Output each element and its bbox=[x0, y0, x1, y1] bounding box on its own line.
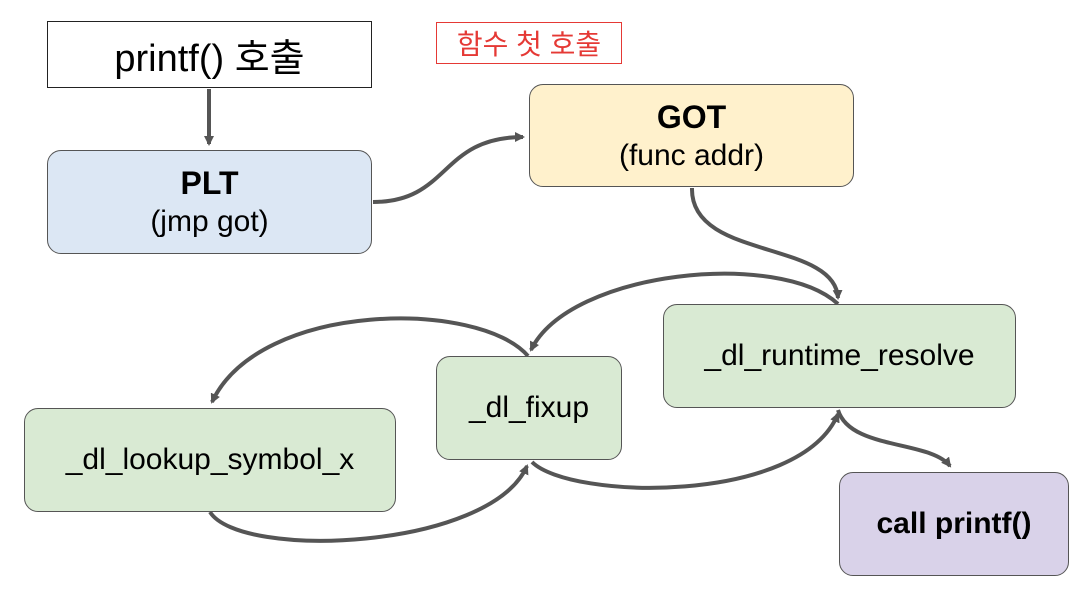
first-call-annotation: 함수 첫 호출 bbox=[436, 22, 622, 64]
dl-fixup-node: _dl_fixup bbox=[436, 356, 622, 460]
edge-fixup-to-lookup bbox=[210, 316, 530, 404]
got-node: GOT (func addr) bbox=[529, 84, 854, 187]
call-printf-label: call printf() bbox=[876, 507, 1032, 540]
edge-plt-to-got bbox=[372, 132, 525, 204]
dl-fixup-label: _dl_fixup bbox=[468, 391, 590, 424]
plt-node: PLT (jmp got) bbox=[47, 150, 372, 254]
edge-runtime-resolve-to-call bbox=[836, 409, 952, 468]
dl-runtime-resolve-label: _dl_runtime_resolve bbox=[704, 339, 975, 372]
edge-lookup-to-fixup bbox=[208, 464, 529, 543]
call-printf-node: call printf() bbox=[839, 472, 1069, 576]
printf-call-node: printf() 호출 bbox=[47, 21, 372, 88]
edge-got-to-runtime-resolve bbox=[689, 187, 843, 300]
got-title: GOT bbox=[656, 98, 727, 135]
edge-runtime-resolve-to-fixup bbox=[529, 271, 840, 352]
dl-lookup-symbol-x-node: _dl_lookup_symbol_x bbox=[24, 408, 396, 512]
plt-title: PLT bbox=[180, 165, 239, 201]
dl-runtime-resolve-node: _dl_runtime_resolve bbox=[663, 304, 1016, 408]
edge-fixup-to-runtime-resolve bbox=[530, 412, 840, 490]
printf-call-label: printf() 호출 bbox=[114, 38, 305, 80]
got-subtitle: (func addr) bbox=[618, 138, 765, 172]
dl-lookup-symbol-x-label: _dl_lookup_symbol_x bbox=[65, 443, 355, 476]
first-call-annotation-text: 함수 첫 호출 bbox=[456, 29, 602, 60]
plt-subtitle: (jmp got) bbox=[150, 205, 269, 238]
